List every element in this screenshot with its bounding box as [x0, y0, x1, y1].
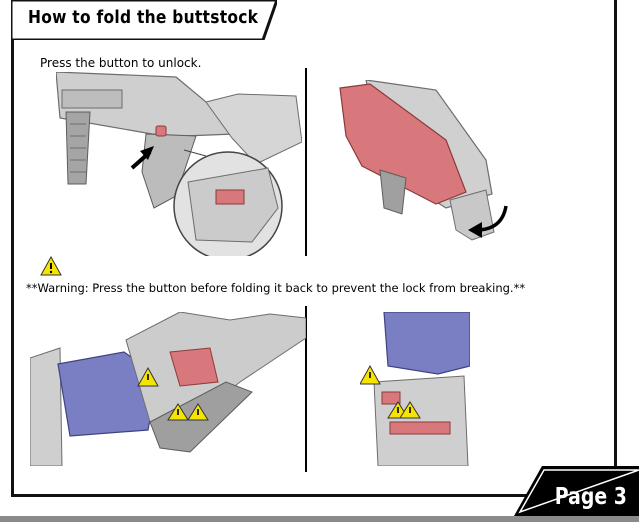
vertical-divider-top [305, 68, 307, 256]
warning-icon [40, 256, 62, 276]
panel-folded-stock [339, 80, 508, 241]
page-tab [514, 466, 639, 516]
arrow-icon [130, 146, 154, 170]
title-tab [11, 0, 277, 40]
vertical-divider-bottom [305, 306, 307, 472]
warning-icon [187, 403, 209, 421]
page-title: How to fold the buttstock [28, 7, 259, 28]
panel-lock-detail-left [30, 312, 306, 466]
panel-lock-detail-right [360, 312, 470, 466]
page-number: Page 3 [554, 484, 627, 510]
instruction-text: Press the button to unlock. [40, 56, 202, 70]
curved-arrow-icon [468, 205, 508, 238]
warning-text: **Warning: Press the button before foldi… [26, 281, 526, 295]
warning-icon [167, 403, 189, 421]
warning-icon [399, 401, 421, 419]
panel-press-button [56, 72, 302, 256]
bottom-bar [0, 516, 639, 522]
warning-icon [137, 366, 159, 387]
warning-icon [360, 364, 381, 385]
